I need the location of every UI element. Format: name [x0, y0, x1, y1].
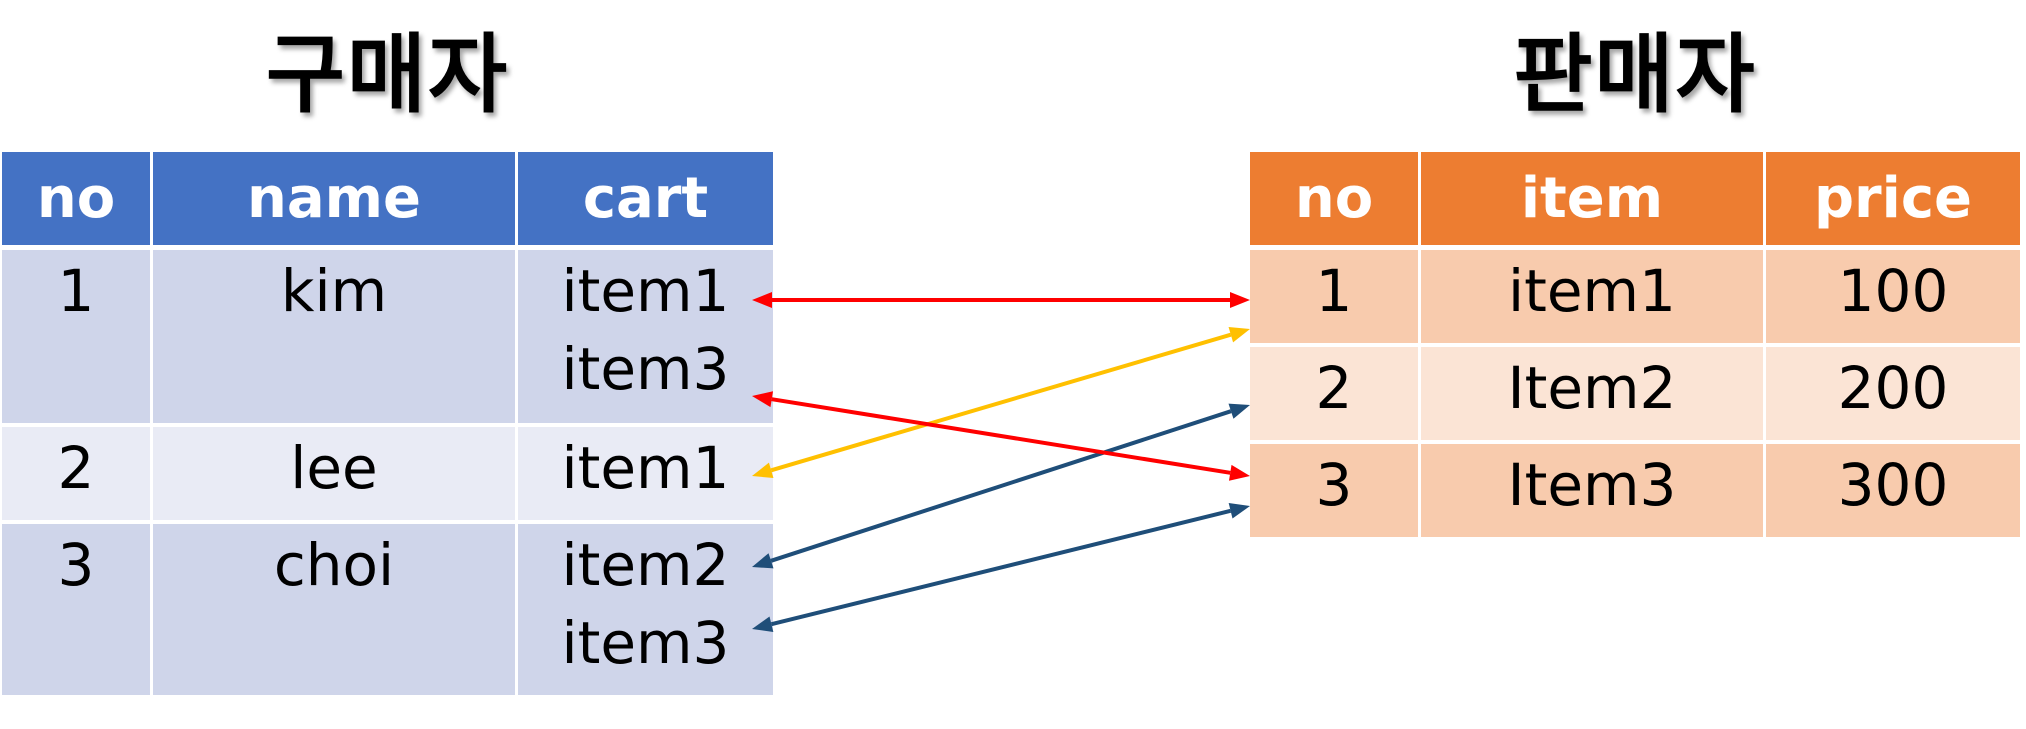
buyer-row-2-no: 2: [2, 427, 150, 520]
buyer-row-3-cart: item2 item3: [518, 524, 773, 695]
buyer-row-2-cart: item1: [518, 427, 773, 520]
link-line-3: [770, 332, 1232, 473]
arrowhead-start-2: [752, 391, 774, 408]
seller-row-3-item: Item3: [1421, 444, 1763, 537]
seller-title: 판매자: [1513, 25, 1757, 125]
seller-header-no: no: [1250, 152, 1418, 245]
seller-header-price: price: [1766, 152, 2020, 245]
buyer-row-3-name: choi: [153, 524, 515, 695]
buyer-header-cart: cart: [518, 152, 773, 245]
buyer-header-no: no: [2, 152, 150, 245]
seller-row-2-no: 2: [1250, 347, 1418, 440]
arrowhead-end-3: [1228, 326, 1250, 343]
buyer-header-name: name: [153, 152, 515, 245]
seller-row-1-price: 100: [1766, 250, 2020, 343]
arrowhead-end-4: [1228, 403, 1250, 419]
arrowhead-end-5: [1228, 503, 1250, 519]
buyer-title: 구매자: [265, 25, 510, 125]
seller-header-item: item: [1421, 152, 1763, 245]
arrowhead-start-3: [752, 462, 774, 479]
seller-row-1-item: item1: [1421, 250, 1763, 343]
buyer-row-1-name: kim: [153, 250, 515, 423]
arrowhead-end-1: [1230, 292, 1250, 308]
arrowhead-start-5: [752, 616, 774, 632]
arrowhead-start-1: [752, 292, 772, 308]
buyer-row-1-no: 1: [2, 250, 150, 423]
arrowhead-end-2: [1228, 464, 1250, 481]
buyer-row-1-cart: item1 item3: [518, 250, 773, 423]
link-line-4: [770, 409, 1232, 563]
link-line-2: [771, 397, 1231, 475]
seller-row-3-price: 300: [1766, 444, 2020, 537]
buyer-row-2-name: lee: [153, 427, 515, 520]
seller-row-2-price: 200: [1766, 347, 2020, 440]
arrowhead-start-4: [752, 553, 774, 569]
seller-row-1-no: 1: [1250, 250, 1418, 343]
buyer-row-3-no: 3: [2, 524, 150, 695]
seller-row-2-item: Item2: [1421, 347, 1763, 440]
seller-row-3-no: 3: [1250, 444, 1418, 537]
link-line-5: [770, 508, 1232, 627]
